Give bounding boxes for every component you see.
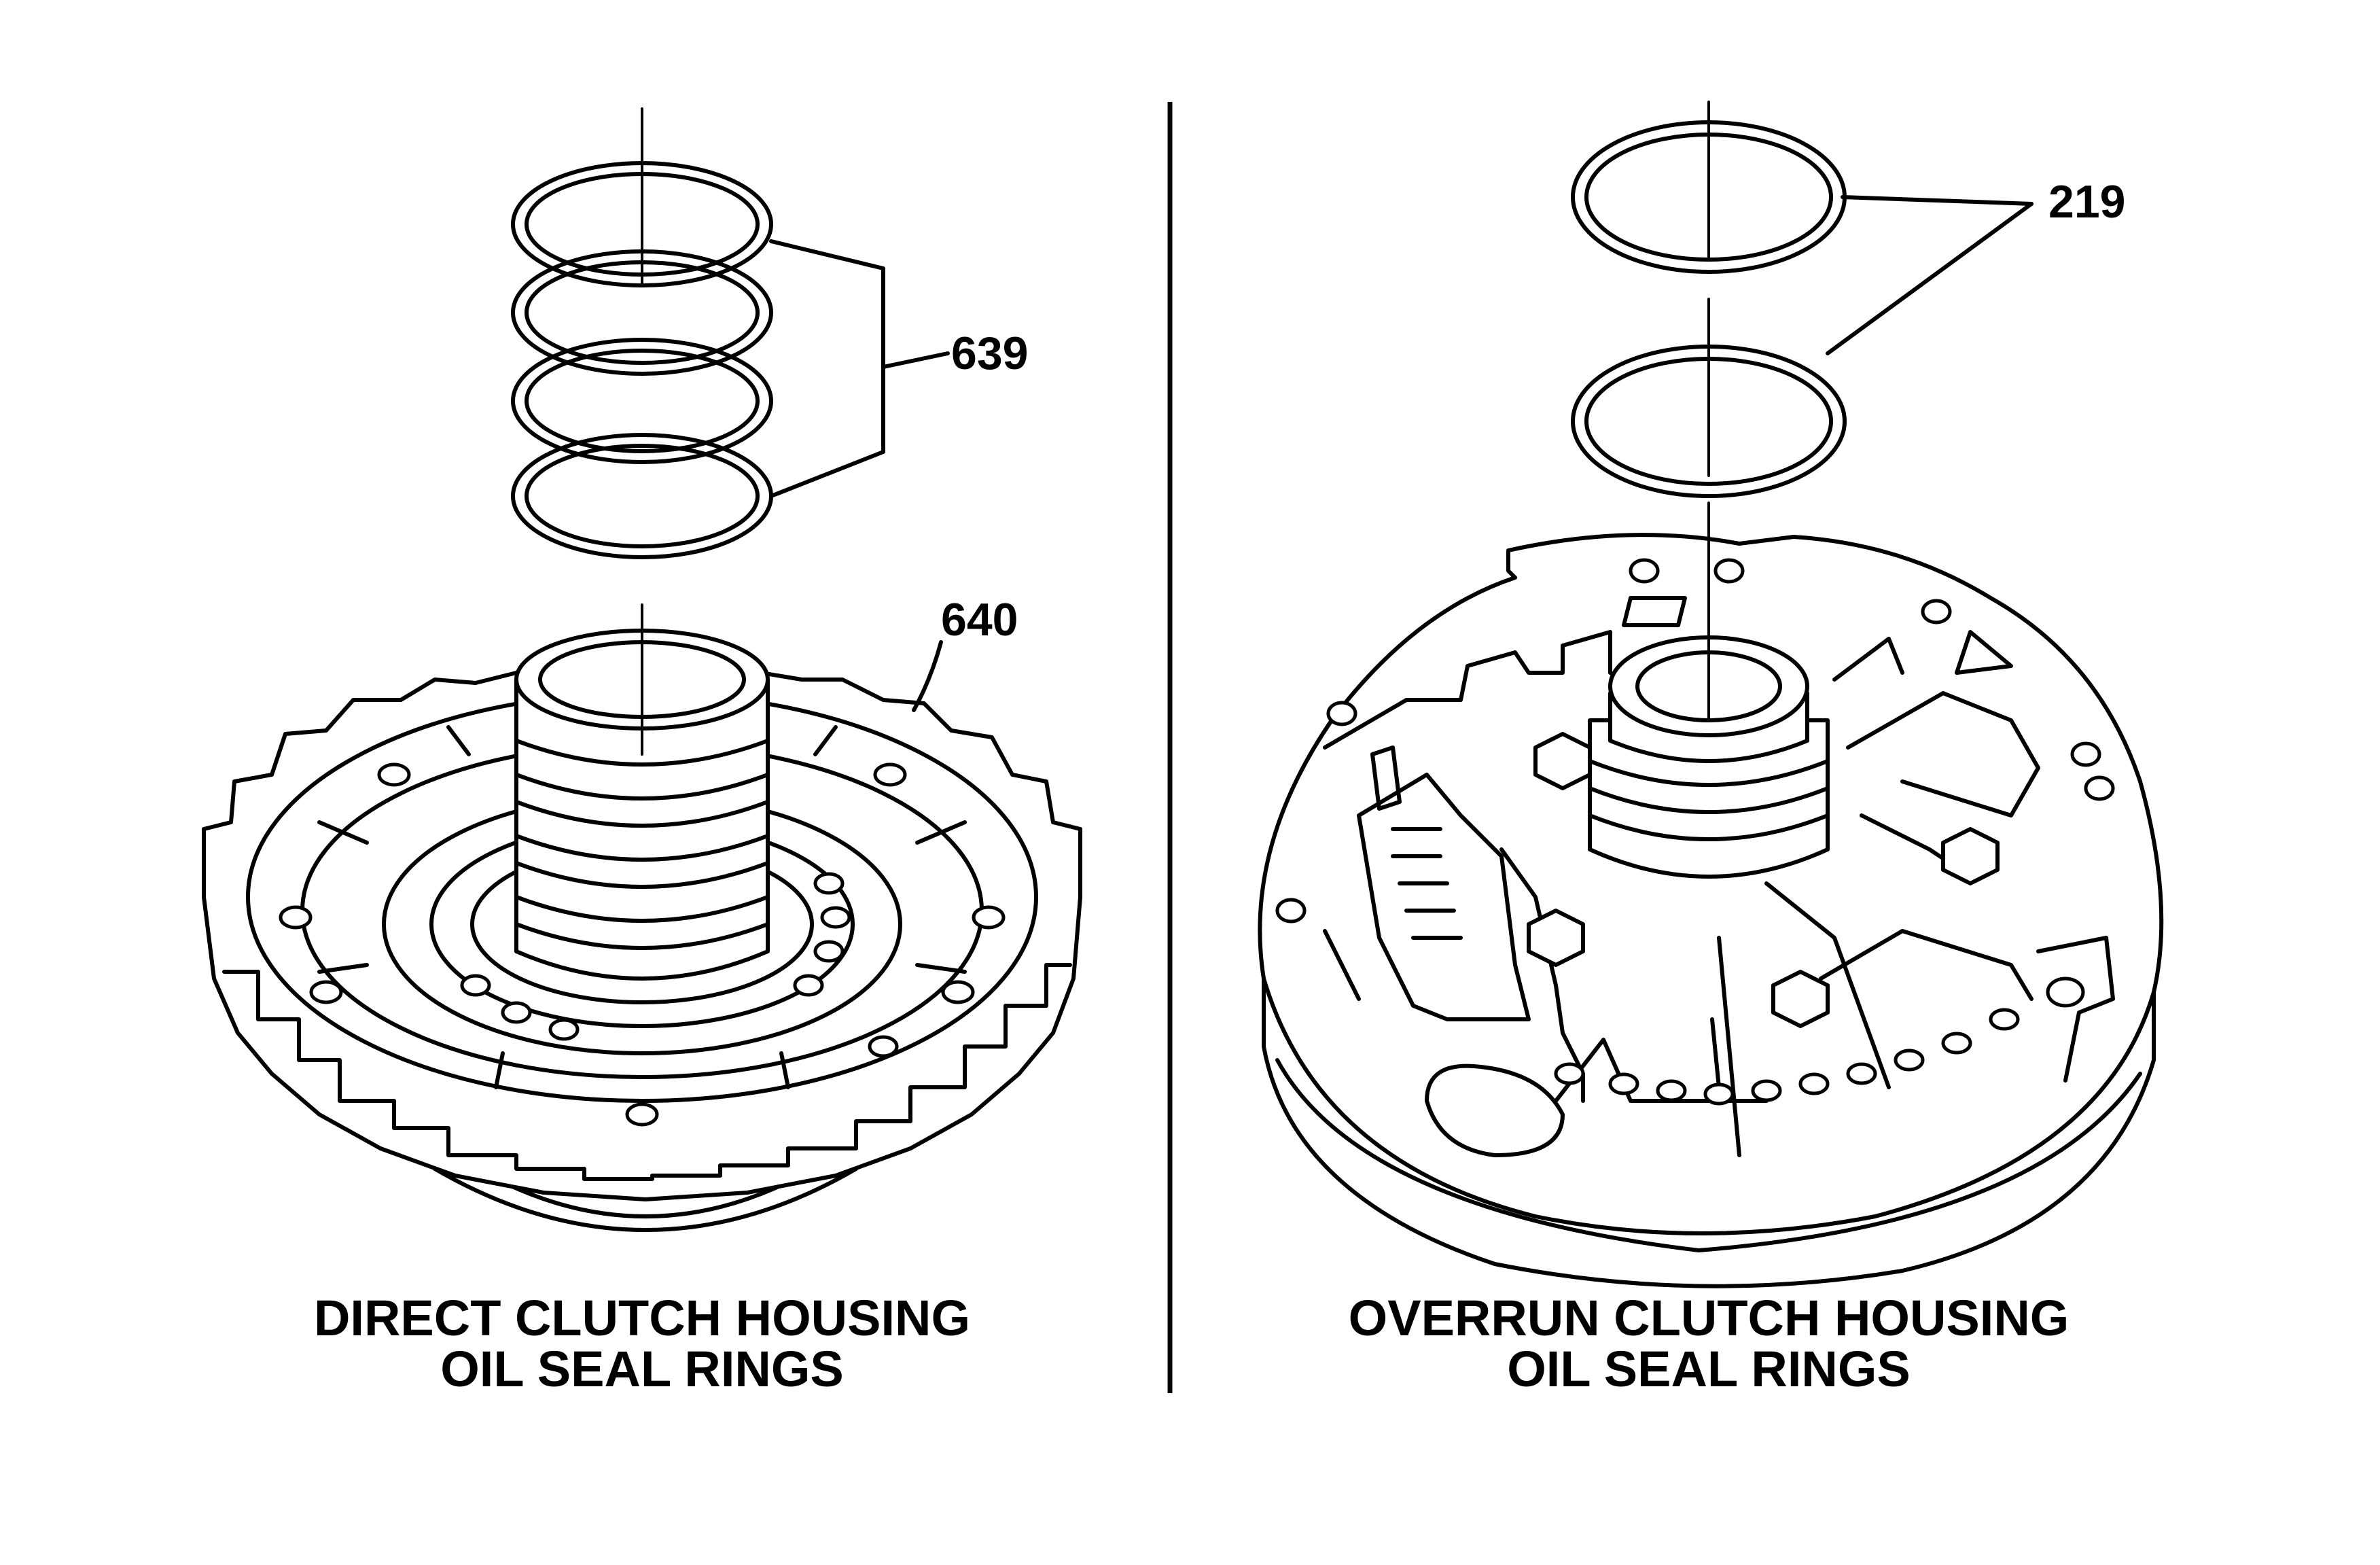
direct-clutch-seal-rings [511,161,773,559]
right-caption-line2: OIL SEAL RINGS [1507,1341,1910,1397]
left-panel: 639 [202,107,1082,1397]
right-panel: 219 [1258,101,2164,1397]
callout-639: 639 [951,328,1028,379]
left-caption-line1: DIRECT CLUTCH HOUSING [314,1290,970,1346]
callout-219: 219 [2048,176,2125,228]
left-caption-line2: OIL SEAL RINGS [440,1341,843,1397]
right-caption-line1: OVERRUN CLUTCH HOUSING [1349,1290,2070,1346]
callout-640: 640 [941,594,1018,646]
overrun-clutch-housing [1258,502,2164,1288]
direct-clutch-housing [202,603,1082,1232]
